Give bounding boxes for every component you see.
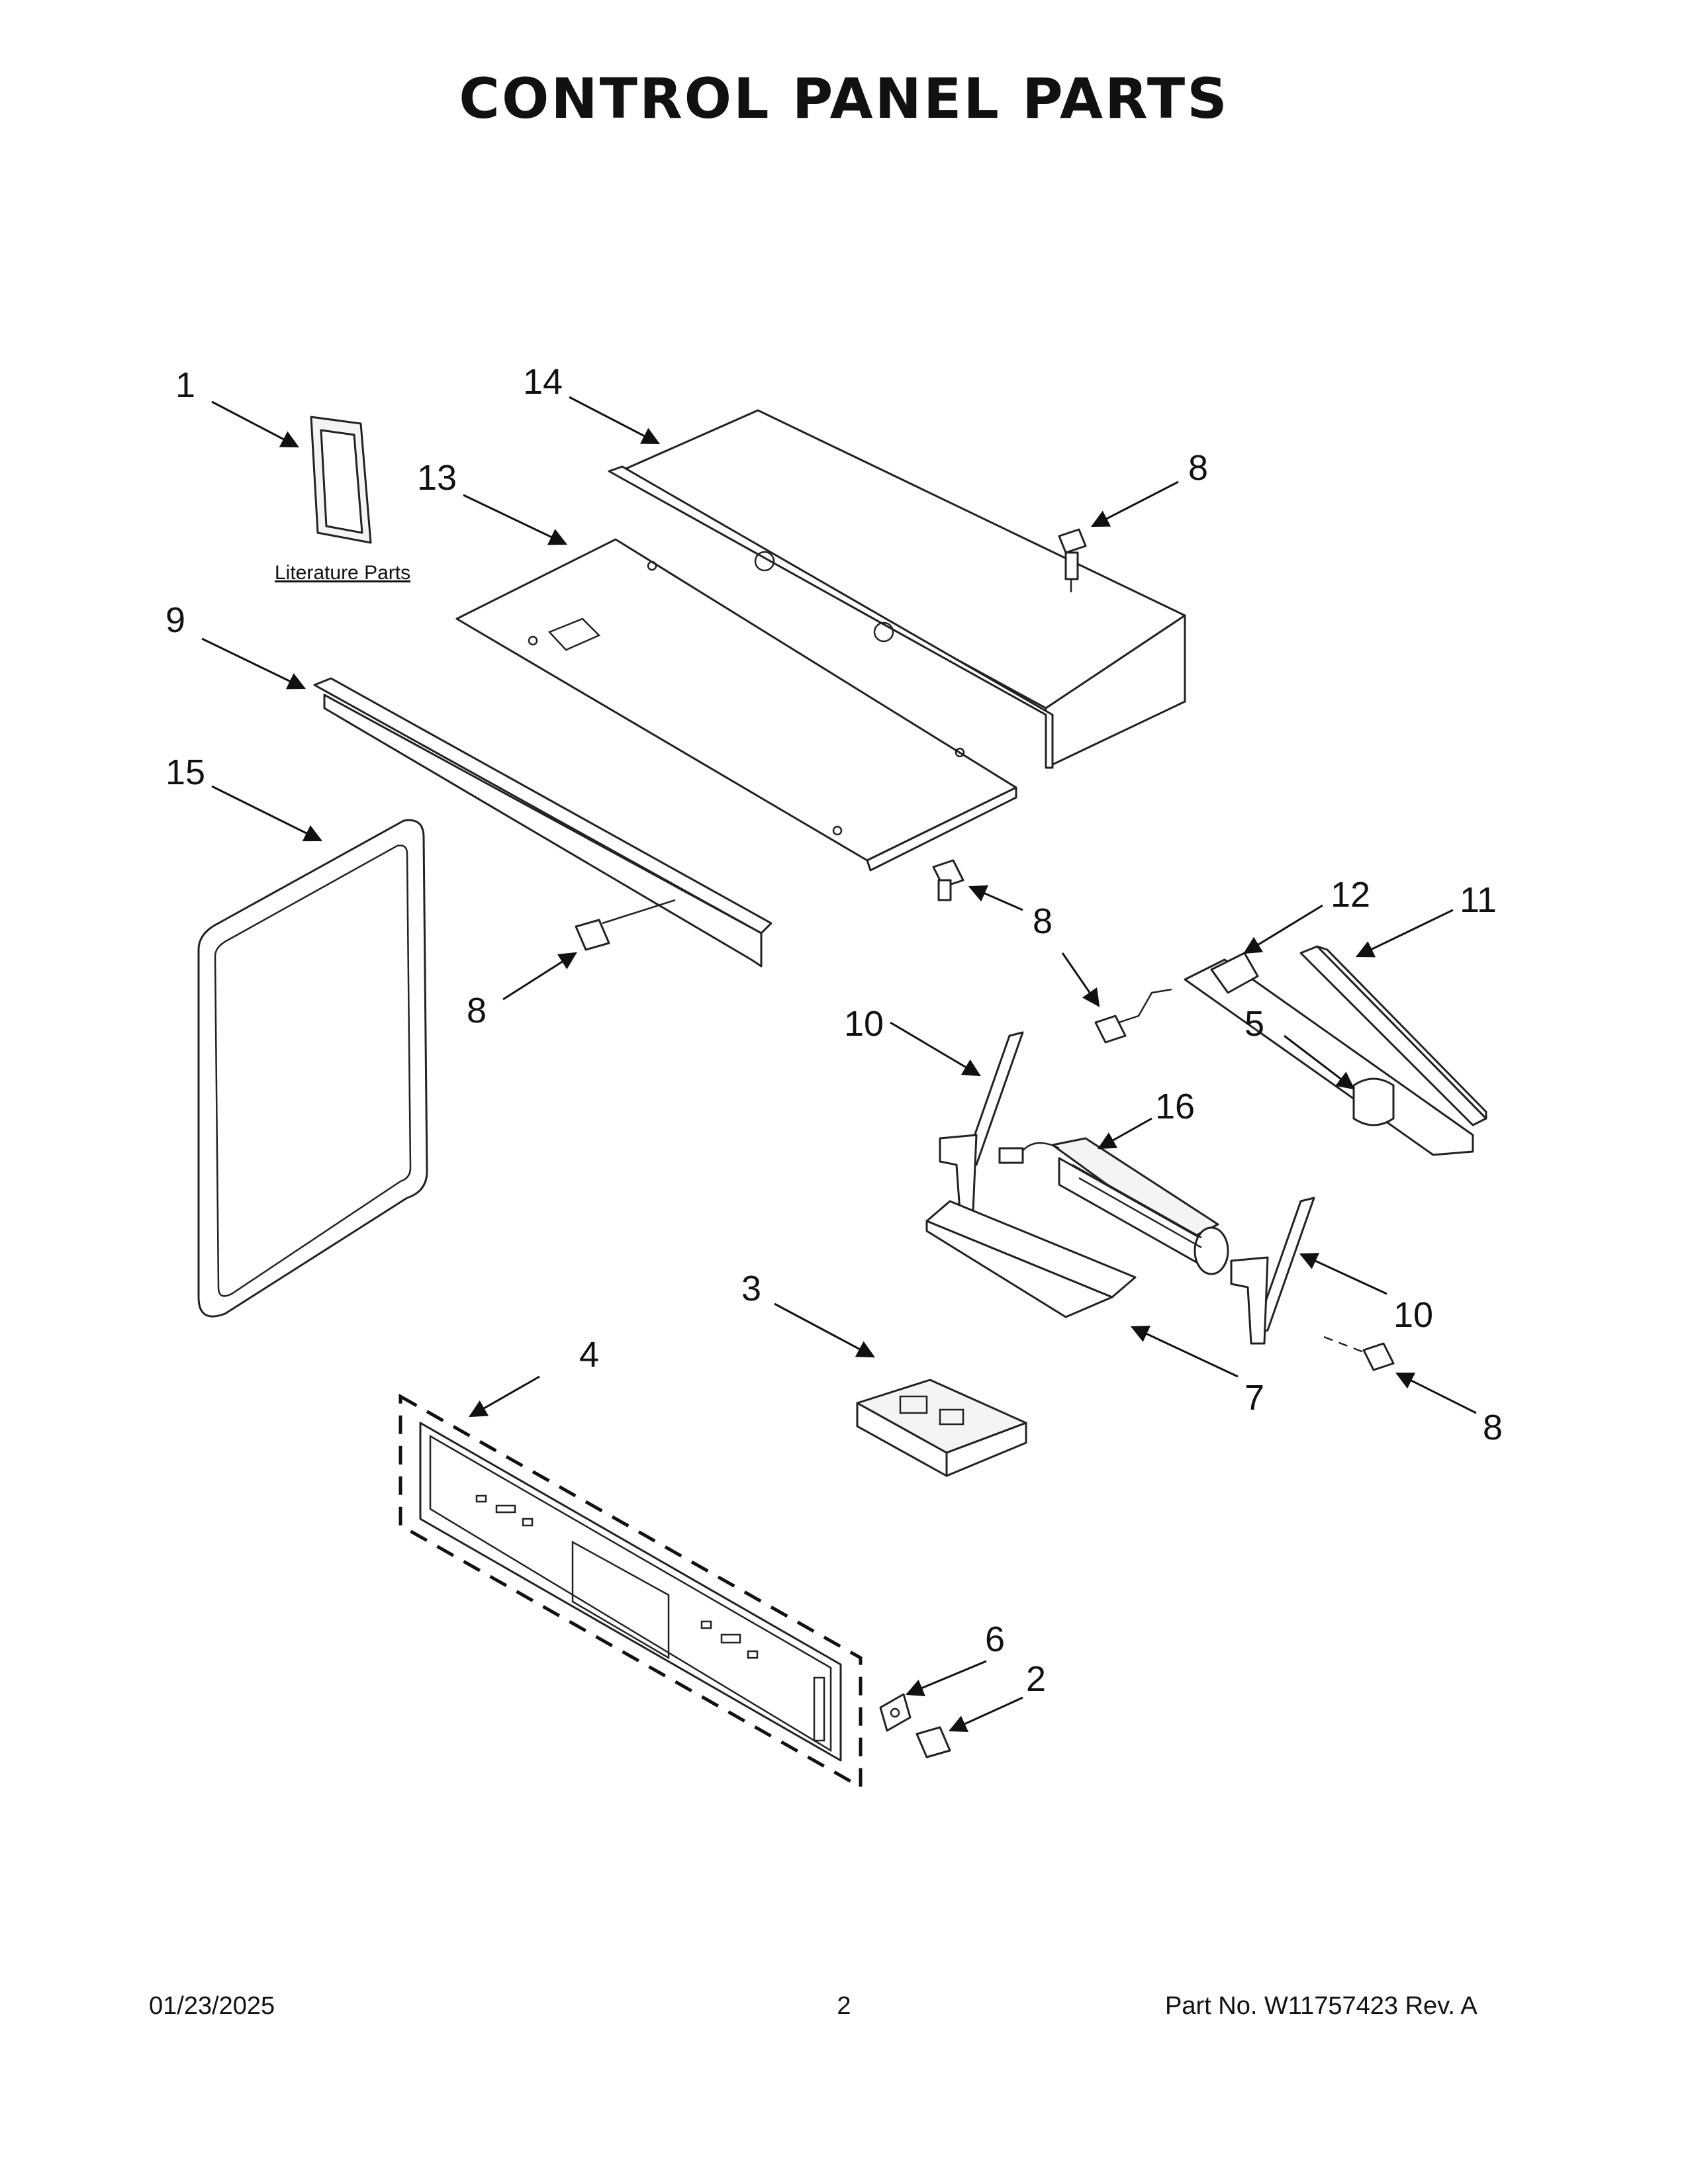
screw-top-cover[interactable]: [1058, 528, 1087, 592]
callout-16: 16: [1155, 1087, 1195, 1126]
callout-8-center: 8: [1033, 901, 1053, 941]
control-panel-shield-plate[interactable]: [455, 538, 1017, 872]
footer-date: 01/23/2025: [149, 1992, 275, 2020]
footer-page-number: 2: [837, 1992, 851, 2020]
callout-7: 7: [1244, 1378, 1264, 1418]
callout-4: 4: [579, 1335, 599, 1375]
fan-bracket-left[interactable]: [939, 1031, 1024, 1212]
callout-2: 2: [1026, 1659, 1046, 1699]
mounting-plate[interactable]: [879, 1693, 912, 1732]
air-deflector[interactable]: [925, 1200, 1137, 1318]
callout-13: 13: [417, 458, 457, 498]
callout-10-left: 10: [844, 1004, 884, 1044]
callout-15: 15: [165, 752, 205, 792]
fan-bracket-right[interactable]: [1230, 1197, 1315, 1345]
electronic-control-board[interactable]: [856, 1379, 1027, 1477]
tangential-fan[interactable]: [998, 1137, 1229, 1275]
literature-parts-booklet[interactable]: [310, 416, 372, 544]
frame-gasket[interactable]: [197, 819, 428, 1318]
callout-10-right: 10: [1393, 1295, 1433, 1335]
callout-8-top: 8: [1188, 448, 1208, 488]
console-screw[interactable]: [915, 1726, 951, 1758]
callout-1: 1: [175, 365, 195, 405]
wire-clip[interactable]: [1352, 1077, 1395, 1126]
literature-parts-label[interactable]: Literature Parts: [275, 562, 410, 584]
console-assembly[interactable]: [399, 1393, 863, 1790]
mounting-bracket-rail[interactable]: [1184, 952, 1474, 1156]
callout-11: 11: [1460, 880, 1497, 920]
screw-right-bracket[interactable]: [1094, 988, 1172, 1044]
control-panel-top-cover[interactable]: [608, 409, 1186, 769]
callout-14: 14: [523, 362, 563, 402]
callout-3: 3: [741, 1269, 761, 1308]
insulation-strip[interactable]: [1299, 945, 1487, 1126]
screw-channel-bracket[interactable]: [575, 899, 676, 951]
screw-fan-mount[interactable]: [1323, 1336, 1395, 1371]
callout-9: 9: [165, 600, 185, 640]
callout-8-left: 8: [467, 991, 487, 1030]
page-title: CONTROL PANEL PARTS: [459, 66, 1229, 131]
callout-6: 6: [985, 1619, 1005, 1659]
channel-bracket[interactable]: [313, 677, 773, 968]
screw-shield-plate[interactable]: [932, 859, 964, 901]
callout-8-bottom: 8: [1483, 1408, 1503, 1447]
callout-5: 5: [1244, 1004, 1264, 1044]
callout-leaders: [201, 396, 1477, 1733]
callout-12: 12: [1331, 875, 1370, 915]
footer-part-number: Part No. W11757423 Rev. A: [1165, 1992, 1477, 2020]
